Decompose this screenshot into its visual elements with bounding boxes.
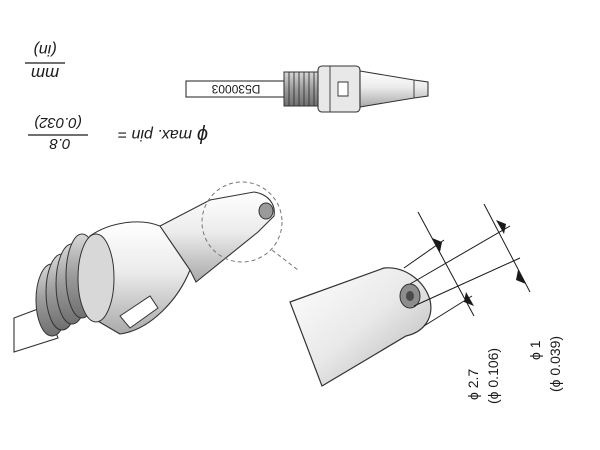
inner-dimension-mm: ϕ 1 xyxy=(527,340,543,360)
outer-extension-2 xyxy=(423,295,473,327)
pin-spec-value-mm: 0.8 xyxy=(49,135,71,152)
part-number: D530003 xyxy=(211,82,260,96)
inner-dimension-line xyxy=(483,203,531,293)
side-view-tip xyxy=(359,70,429,108)
outer-dimension-in: (ϕ 0.106) xyxy=(485,348,501,404)
dimension-lines xyxy=(403,203,531,327)
pin-spec-value-in: (0.032) xyxy=(34,114,82,131)
outer-dimension-mm: ϕ 2.7 xyxy=(465,369,481,400)
dimension-arrows xyxy=(432,220,526,306)
outer-dimension-labels: ϕ 2.7 (ϕ 0.106) xyxy=(465,348,501,404)
inner-extension-1 xyxy=(409,225,511,285)
pin-spec-label: max. pin = xyxy=(118,126,192,143)
inner-dimension-labels: ϕ 1 (ϕ 0.039) xyxy=(527,336,563,392)
side-view-thread-lines xyxy=(288,72,315,106)
tip-detail-body xyxy=(289,267,432,387)
detail-circle xyxy=(201,181,283,263)
outer-dimension-line xyxy=(417,211,475,317)
perspective-nozzle xyxy=(13,181,299,353)
inner-dimension-in: (ϕ 0.039) xyxy=(547,336,563,392)
tip-detail xyxy=(289,267,432,387)
side-view-slot xyxy=(337,81,349,97)
perspective-tip-bore xyxy=(258,202,274,220)
inner-extension-2 xyxy=(413,257,521,307)
units-secondary: (in) xyxy=(33,41,56,58)
detail-leader xyxy=(271,249,299,271)
perspective-slot xyxy=(119,295,159,329)
perspective-taper xyxy=(159,191,275,283)
units-label: mm (in) xyxy=(25,41,65,83)
pin-spec-symbol: ϕ xyxy=(197,124,208,146)
perspective-collar xyxy=(89,221,191,335)
units-primary: mm xyxy=(31,64,59,83)
side-view-nozzle: D530003 xyxy=(185,65,429,113)
pin-spec: ϕ max. pin = 0.8 (0.032) xyxy=(28,114,208,152)
